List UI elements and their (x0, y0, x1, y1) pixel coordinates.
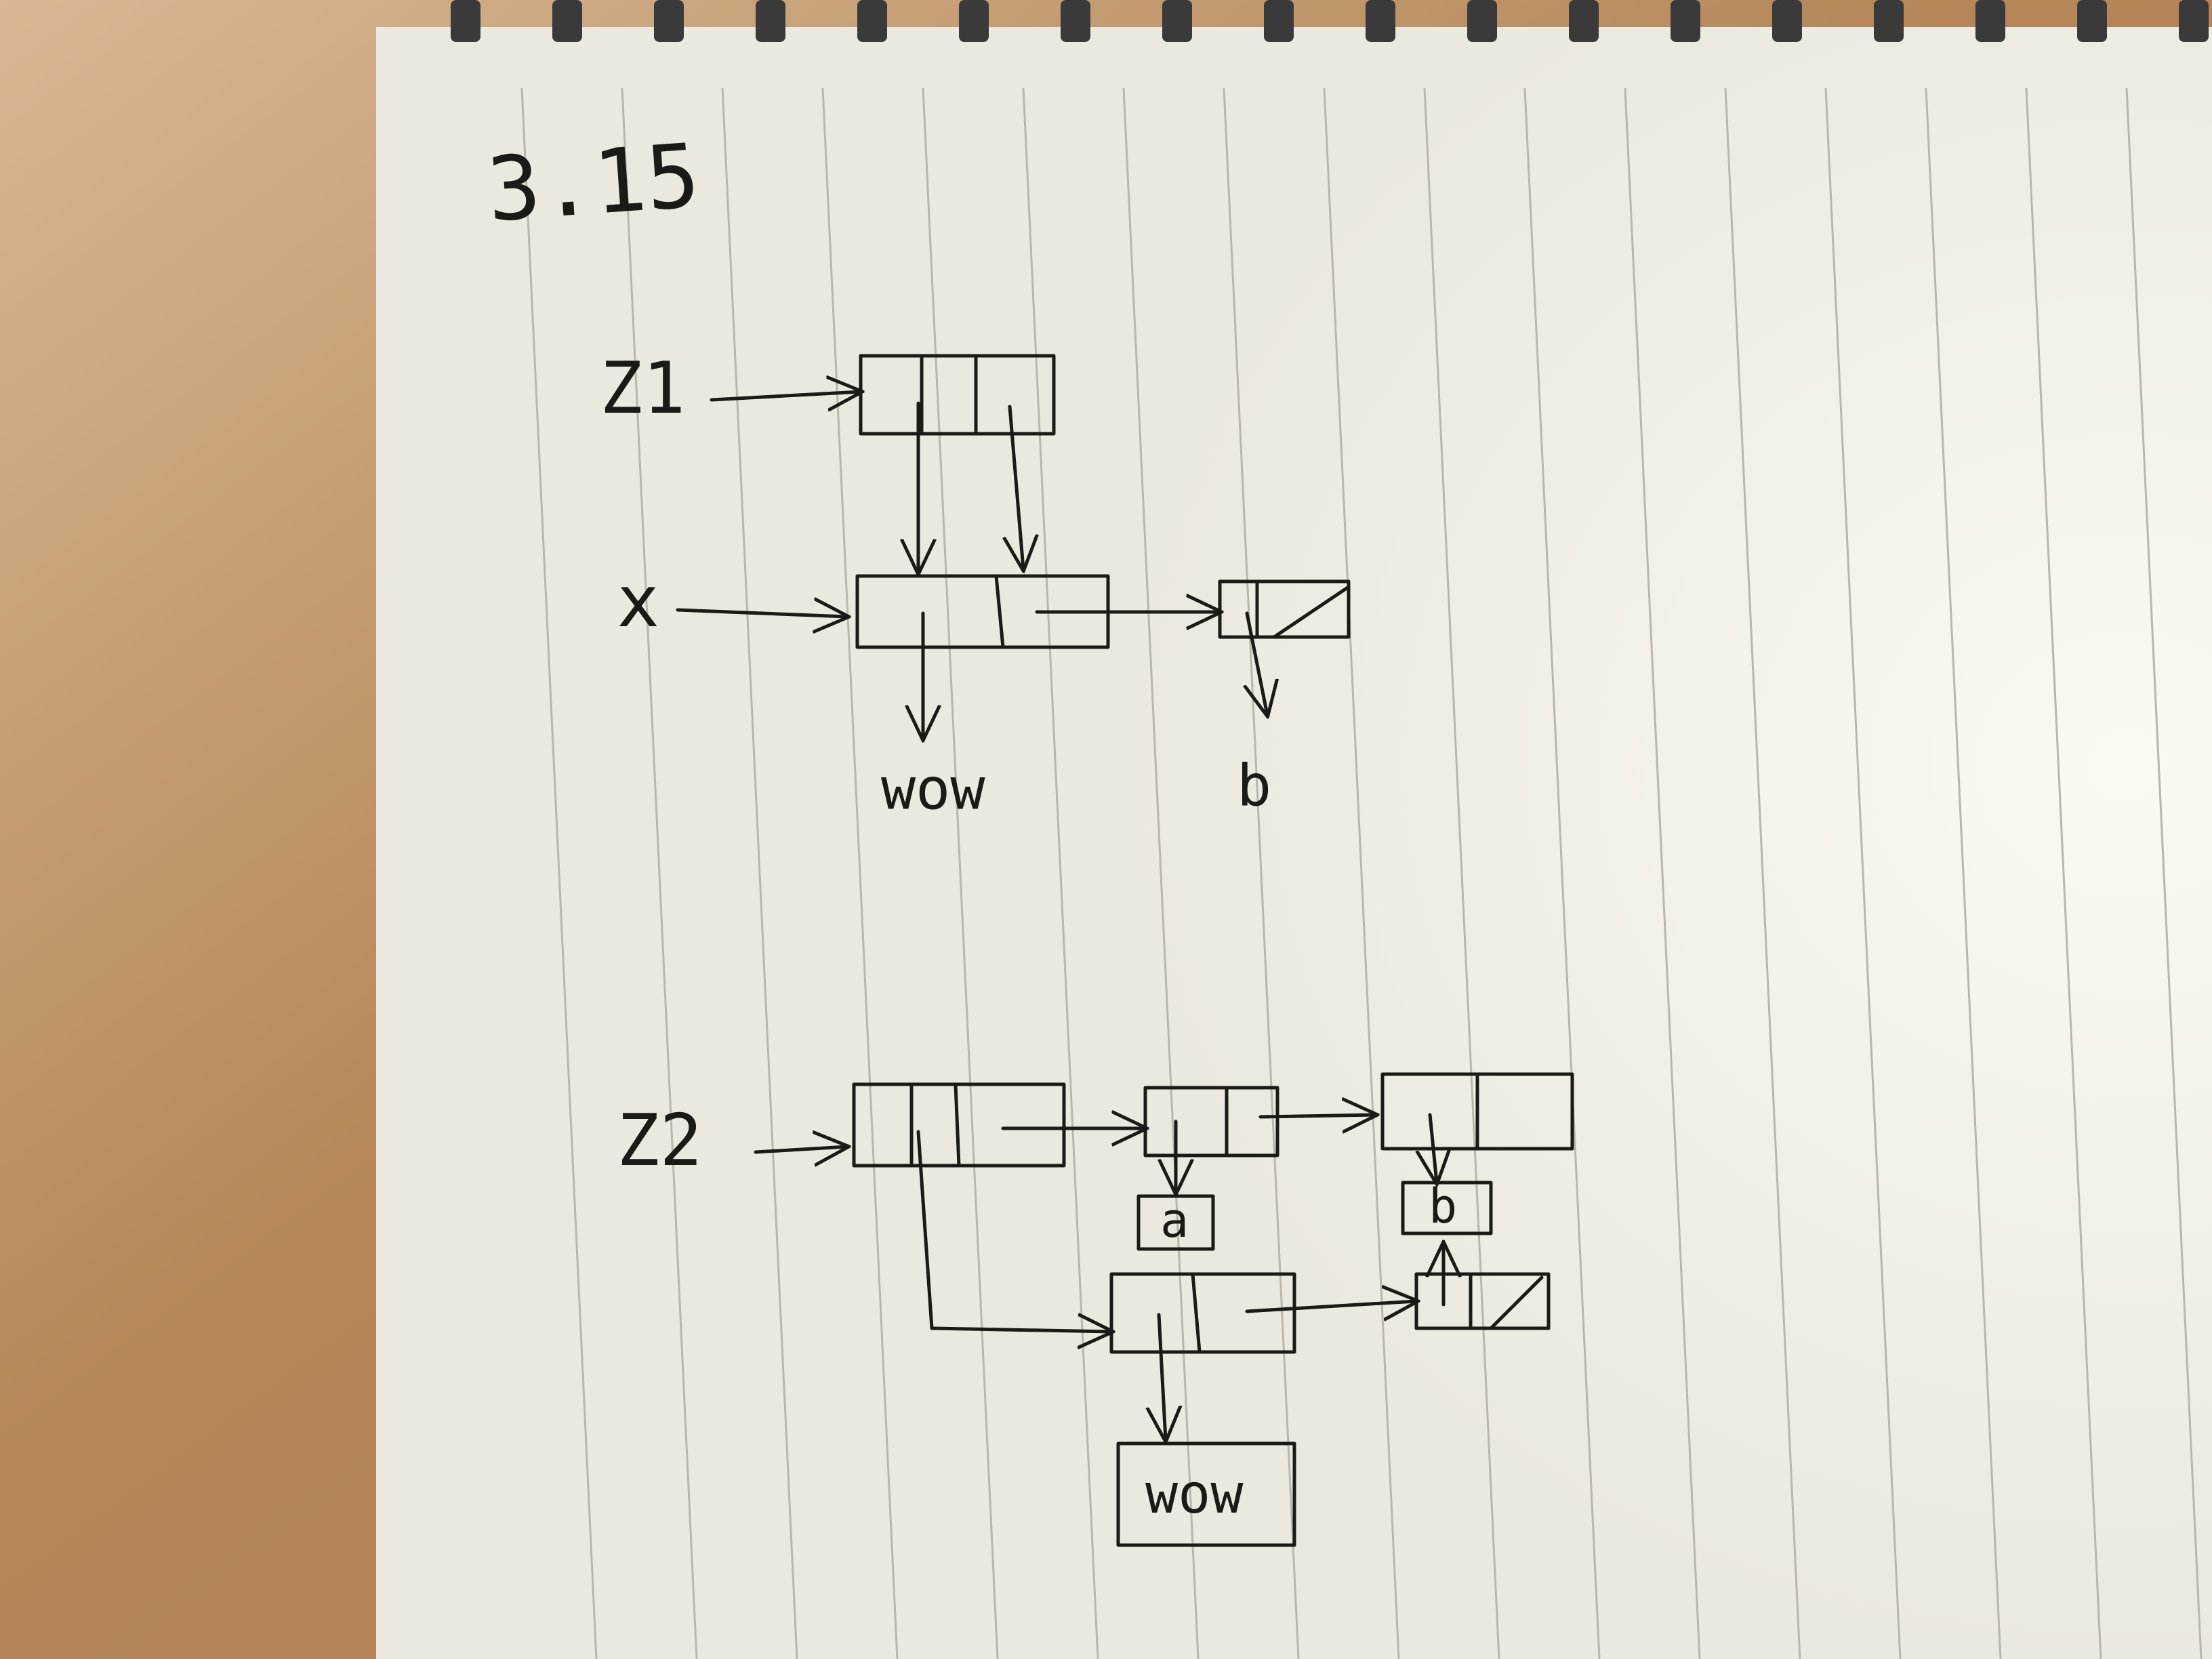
atom-a-label: a (1160, 1193, 1189, 1248)
spiral-ring (451, 0, 480, 42)
spiral-ring (756, 0, 785, 42)
spiral-ring (1264, 0, 1294, 42)
z1-cons-cell (859, 354, 1056, 436)
spiral-ring (1772, 0, 1802, 42)
ruled-line (1122, 87, 1200, 1659)
pointer-z1-label: Z1 (600, 347, 685, 430)
atom-b-label: b (1237, 752, 1271, 819)
ruled-line (1824, 87, 1902, 1659)
atom-b-box-label: b (1429, 1179, 1457, 1234)
notebook-page (376, 27, 2212, 1659)
spiral-ring (959, 0, 989, 42)
b-cons-cell-bottom (1414, 1272, 1551, 1330)
ruled-line (2125, 87, 2203, 1659)
ruled-line (721, 87, 798, 1659)
z2-cons-cell (852, 1082, 1066, 1168)
ruled-line (1323, 87, 1400, 1659)
ruled-line (1624, 87, 1701, 1659)
atom-b-box: b (1401, 1179, 1493, 1235)
ruled-line (520, 87, 598, 1659)
page-label: 3.15 (484, 124, 703, 241)
spiral-ring (2179, 0, 2209, 42)
ruled-line (1925, 87, 2002, 1659)
b-cons-cell (1218, 579, 1351, 639)
ruled-line (821, 87, 899, 1659)
pointer-x-label: x (617, 560, 659, 643)
ruled-line (1022, 87, 1099, 1659)
ruled-line (1223, 87, 1300, 1659)
spiral-ring (1366, 0, 1395, 42)
ruled-line (922, 87, 999, 1659)
spiral-ring (552, 0, 582, 42)
b-cons-cell-top (1380, 1072, 1574, 1151)
ruled-line (2025, 87, 2102, 1659)
atom-wow-label: wow (881, 756, 985, 823)
spiral-ring (1671, 0, 1700, 42)
atom-a-box: a (1136, 1193, 1215, 1251)
spiral-ring (654, 0, 684, 42)
spiral-ring (1975, 0, 2005, 42)
ruled-lines (520, 87, 2203, 1659)
atom-wow-box: wow (1116, 1441, 1296, 1547)
spiral-ring (1569, 0, 1599, 42)
spiral-ring (2077, 0, 2107, 42)
wow-cons-cell (1109, 1272, 1296, 1354)
spiral-ring (1162, 0, 1192, 42)
spiral-ring (1874, 0, 1904, 42)
pointer-z2-label: Z2 (617, 1099, 702, 1182)
ruled-line (621, 87, 698, 1659)
spiral-ring (1467, 0, 1497, 42)
spiral-ring (1061, 0, 1090, 42)
ruled-line (1523, 87, 1601, 1659)
diagram-2: Z2 a b (617, 1072, 1574, 1547)
a-cons-cell (1143, 1086, 1279, 1158)
diagram-1: Z1 x wow b (600, 347, 1351, 823)
ruled-line (1724, 87, 1801, 1659)
ruled-line (1423, 87, 1500, 1659)
atom-wow-box-label: wow (1145, 1462, 1244, 1525)
spiral-ring (857, 0, 887, 42)
spiral-binding (451, 0, 2209, 42)
